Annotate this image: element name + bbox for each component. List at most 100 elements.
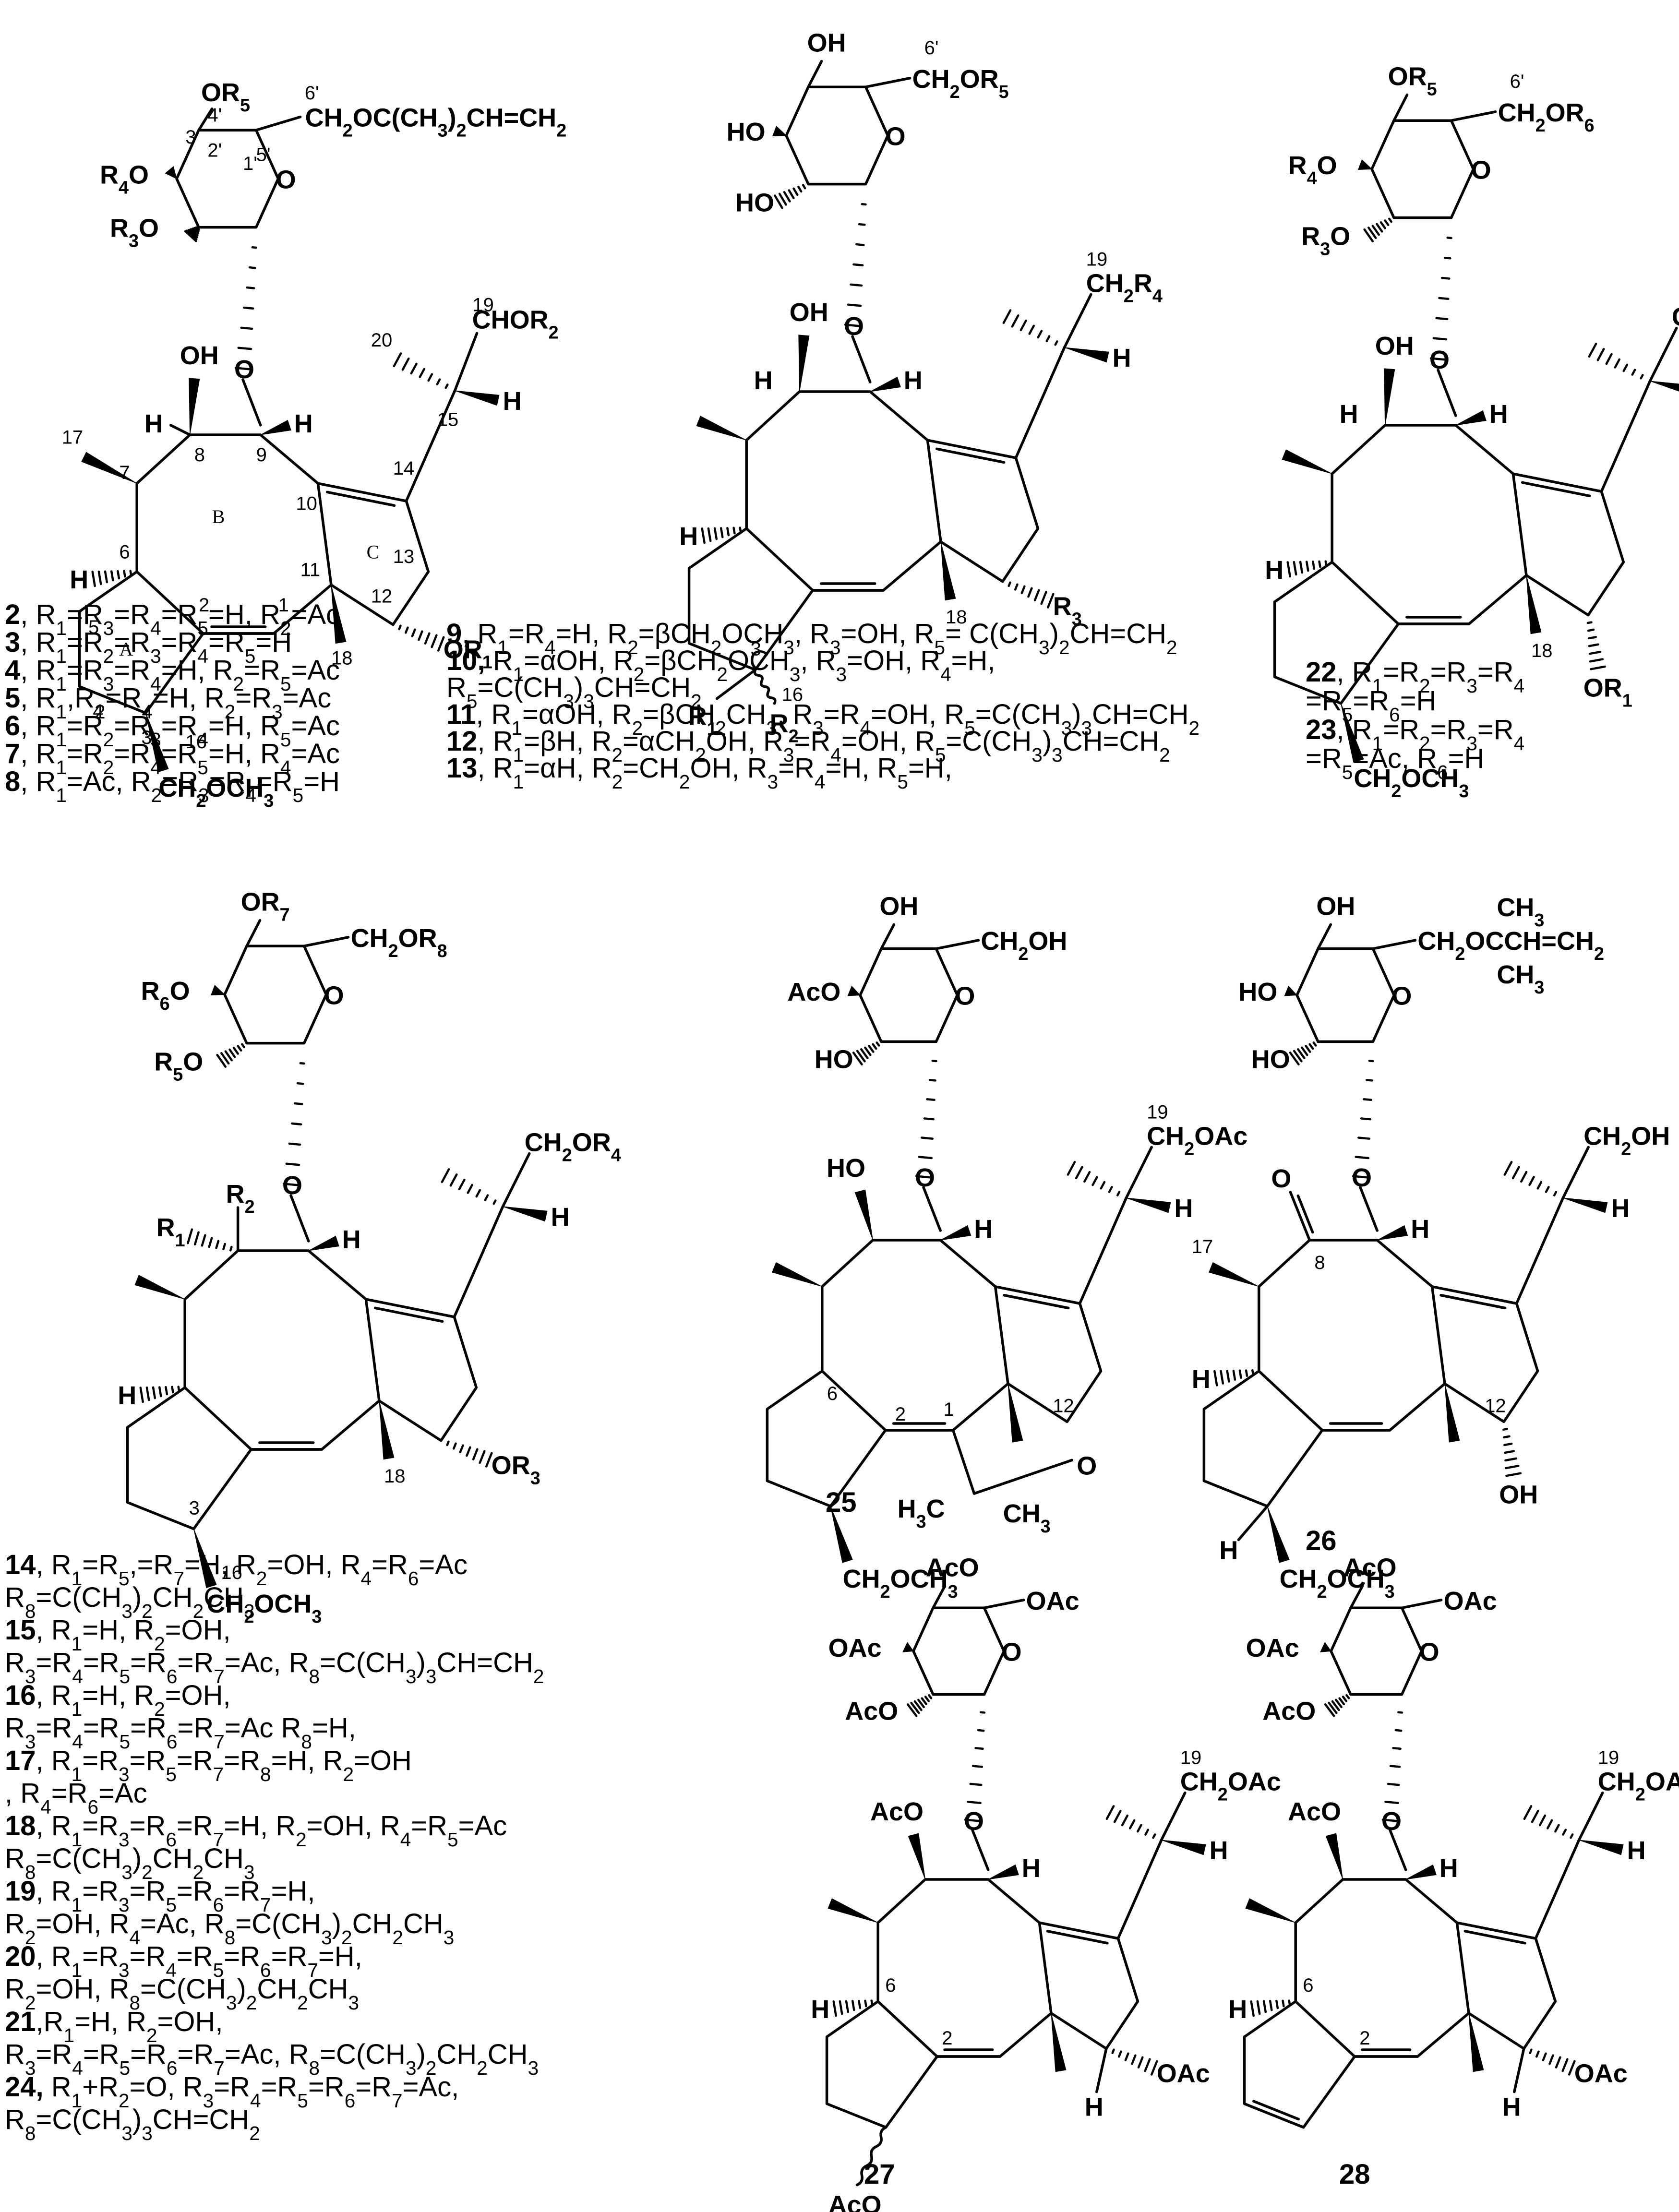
or5-label: OR5 bbox=[201, 78, 250, 116]
wedge-bond bbox=[1341, 703, 1364, 763]
bond bbox=[1439, 1294, 1507, 1310]
ch2och3-label: CH2OCH3 bbox=[843, 1565, 958, 1602]
compound-number: 21 bbox=[5, 2006, 36, 2037]
ch2oac-label: CH2OAc bbox=[1147, 1122, 1247, 1159]
hash-bond bbox=[216, 1043, 245, 1068]
h-9-label: H bbox=[1439, 1854, 1458, 1883]
ch2och3-label: CH2OCH3 bbox=[1280, 1565, 1395, 1602]
atom-number-6: 6 bbox=[827, 1383, 838, 1404]
ch3-bottom-label: CH3 bbox=[1497, 960, 1544, 998]
wedge-bond bbox=[165, 166, 177, 179]
compound-caption: R3=R4=R5=R6=R7=Ac R8=H, bbox=[5, 1712, 356, 1753]
wedge-bond bbox=[940, 1225, 971, 1241]
glycosidic-oxygen-label: O bbox=[282, 1171, 302, 1200]
atom-number-6: 6 bbox=[1303, 1975, 1313, 1996]
ho-2-label: HO bbox=[815, 1045, 853, 1074]
atom-number-16: 16 bbox=[185, 731, 207, 753]
wedge-bond bbox=[1064, 347, 1109, 363]
bond bbox=[1511, 472, 1603, 493]
aco-8-label: AcO bbox=[870, 1797, 923, 1826]
ho-3-label: HO bbox=[1238, 978, 1277, 1006]
or3-label: OR3 bbox=[492, 1451, 540, 1489]
bond bbox=[971, 1829, 990, 1871]
bond bbox=[1078, 1196, 1128, 1305]
h-6-label: H bbox=[1228, 1995, 1247, 2024]
wedge-bond bbox=[1325, 1833, 1343, 1880]
wedge-bond bbox=[1357, 159, 1373, 170]
h-12-label: H bbox=[1085, 2093, 1103, 2122]
wedge-bond bbox=[1284, 985, 1298, 996]
compound-22-23: OR5R4OR3OCH2OR66'OOCHOR2HOHHH18OR1HCH2OC… bbox=[1265, 62, 1679, 801]
compound-caption: 5, R1,R2=R4=H, R2=R3=Ac bbox=[5, 682, 331, 723]
bond bbox=[1046, 1930, 1109, 1945]
bond bbox=[687, 527, 814, 671]
bond bbox=[1289, 1191, 1311, 1242]
hash-bond bbox=[1250, 1999, 1291, 2017]
ester-side-chain-label: CH2OC(CH3)2CH=CH2 bbox=[305, 104, 567, 141]
ch2or4-label: CH2OR4 bbox=[525, 1128, 621, 1166]
hash-bond bbox=[282, 1062, 305, 1186]
hash-bond bbox=[1067, 1160, 1121, 1196]
compound-caption: 15, R1=H, R2=OH, bbox=[5, 1614, 231, 1655]
compound-number: 4 bbox=[5, 655, 20, 686]
atom-number-2: 2 bbox=[895, 1404, 906, 1425]
h-9-label: H bbox=[1022, 1854, 1041, 1883]
h-9-label: H bbox=[1489, 400, 1508, 429]
wedge-bond bbox=[940, 541, 956, 601]
wedge-bond bbox=[1563, 1197, 1608, 1213]
ring-oxygen-label: O bbox=[1471, 155, 1491, 184]
atom-number-4': 4' bbox=[207, 105, 222, 126]
bond bbox=[766, 1370, 887, 1508]
bond bbox=[1125, 1146, 1153, 1199]
compound-caption: 19, R1=R3=R5=R6=R7=H, bbox=[5, 1876, 315, 1916]
bond bbox=[922, 1186, 942, 1232]
atom-number-9: 9 bbox=[256, 444, 267, 466]
bond bbox=[1038, 1921, 1120, 1940]
hash-bond bbox=[1324, 1694, 1350, 1717]
bond bbox=[1521, 481, 1591, 498]
wedge-bond bbox=[1526, 575, 1542, 634]
wedge-bond bbox=[134, 1275, 185, 1300]
bond bbox=[935, 447, 1006, 464]
wedge-bond bbox=[1126, 1197, 1171, 1213]
bond bbox=[501, 1152, 531, 1208]
compound-number: 20 bbox=[5, 1941, 36, 1972]
bond bbox=[1455, 1921, 1537, 1940]
bond bbox=[1443, 1302, 1539, 1423]
glycosidic-oxygen-label: O bbox=[1429, 346, 1450, 374]
wedge-bond bbox=[210, 985, 226, 996]
hash-bond bbox=[1111, 2048, 1158, 2076]
ester-side-chain-label: CH2OCCH=CH2 bbox=[1417, 927, 1604, 964]
hash-bond bbox=[1213, 1369, 1254, 1387]
wedge-bond bbox=[1405, 1864, 1437, 1880]
oac-3-label: OAc bbox=[1246, 1634, 1299, 1662]
bond bbox=[169, 424, 192, 436]
compound-number: 13 bbox=[446, 753, 478, 784]
ketone-oxygen-label: O bbox=[1271, 1164, 1291, 1193]
atom-number-5': 5' bbox=[256, 144, 271, 166]
aco-2-label: AcO bbox=[1262, 1697, 1316, 1725]
wedge-bond bbox=[798, 335, 810, 392]
r2-label: R2 bbox=[226, 1180, 255, 1217]
hash-bond bbox=[1289, 1041, 1317, 1066]
bond bbox=[302, 936, 350, 947]
hash-bond bbox=[774, 184, 806, 209]
ring-oxygen-label: O bbox=[324, 981, 344, 1010]
ether-oxygen-label: O bbox=[1077, 1451, 1097, 1480]
bond bbox=[972, 1459, 1073, 1495]
wedge-bond bbox=[828, 1898, 878, 1923]
or5-label: OR5 bbox=[1388, 62, 1437, 100]
compound-26: OHHOCH2OCCH=CH2CH3CH3HOOOCH2OHHO8H17OH12… bbox=[1192, 892, 1670, 1602]
r3o-label: R3O bbox=[110, 214, 159, 251]
compound-caption: 22, R1=R2=R3=R4 bbox=[1306, 657, 1524, 697]
atom-number-19: 19 bbox=[472, 294, 494, 315]
ch3-top-label: CH3 bbox=[1497, 893, 1544, 931]
wedge-bond bbox=[503, 1206, 548, 1222]
compound-number: 24, bbox=[5, 2071, 44, 2103]
bond bbox=[859, 947, 959, 1043]
bond bbox=[1003, 1294, 1070, 1310]
atom-number-6p: 6' bbox=[1510, 71, 1524, 92]
atom-number-1: 1 bbox=[944, 1399, 954, 1420]
hash-bond bbox=[1381, 1711, 1403, 1822]
